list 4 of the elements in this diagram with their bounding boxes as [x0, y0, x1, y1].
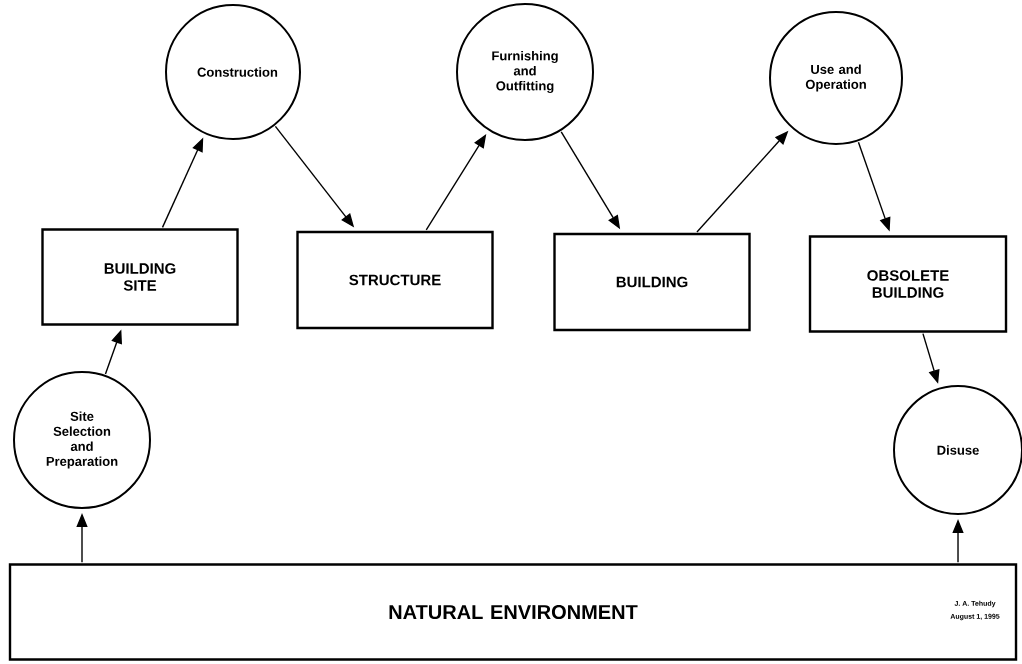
- stage-box: BUILDING SITE: [41, 228, 239, 326]
- stage-box: OBSOLETE BUILDING: [808, 235, 1008, 333]
- stage-box: BUILDING: [553, 232, 751, 332]
- stage-box: STRUCTURE: [296, 230, 494, 330]
